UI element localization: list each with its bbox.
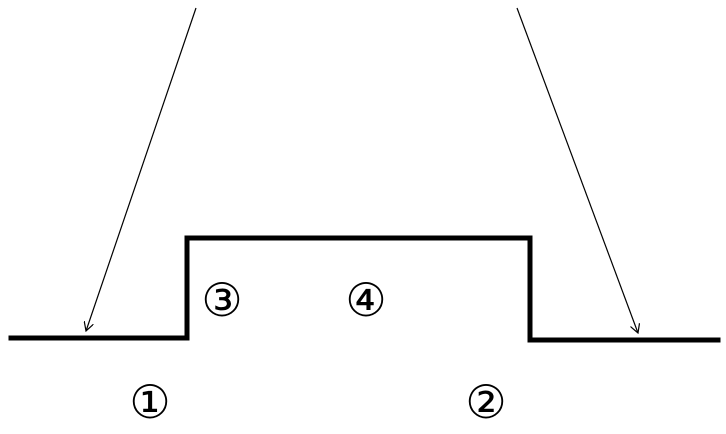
label-region-2: ② <box>465 375 507 429</box>
step-profile-line <box>8 235 721 343</box>
left-arrow <box>86 7 197 331</box>
label-region-4: ④ <box>345 273 387 327</box>
label-region-1: ① <box>129 375 171 429</box>
right-arrow <box>516 7 638 333</box>
label-region-3: ③ <box>201 273 243 327</box>
